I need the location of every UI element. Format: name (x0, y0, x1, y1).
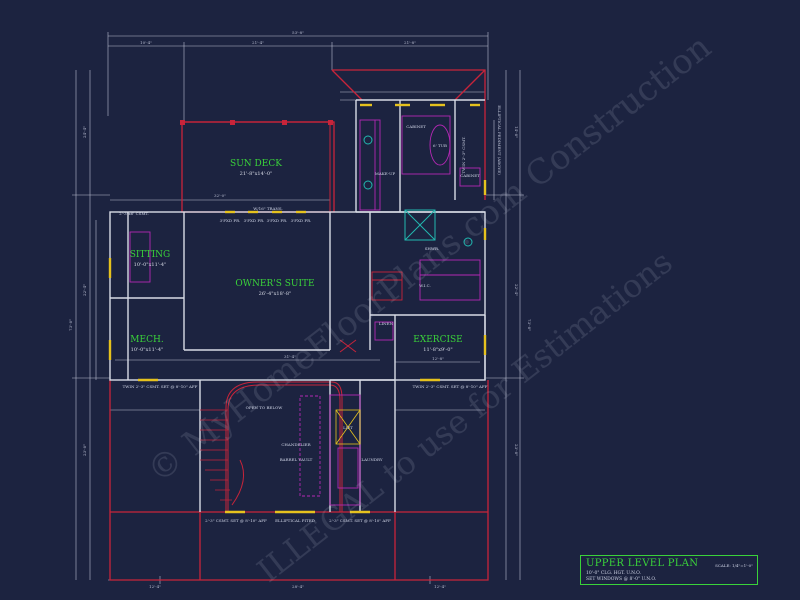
window-note-fixed-2: 3'FXD PR. (244, 218, 265, 223)
interior-walls (109, 99, 486, 512)
dim-exercise-width: 12'-8" (432, 356, 444, 361)
dim-top-mid: 21'-4" (252, 40, 264, 45)
room-sitting-size: 10'-0"x11'-4" (134, 262, 167, 268)
dim-suite-width: 31'-4" (284, 354, 296, 359)
label-wic: W.I.C. (419, 283, 431, 288)
label-shower: SHWR. (425, 246, 440, 251)
dim-bottom-overall: 28'-4" (292, 584, 304, 589)
label-cabinet-2: CABINET (460, 173, 480, 178)
label-twin-tub: TWIN 2'-3" CSMT. (461, 136, 466, 173)
dim-top-left: 10'-4" (140, 40, 152, 45)
plan-scale: SCALE: 1/4"=1'-0" (715, 563, 753, 568)
window-note-fixed-1: 3'FXD PR. (220, 218, 241, 223)
window-note-fixed-4: 3'FXD PR. (291, 218, 312, 223)
room-owners-suite-name: OWNER'S SUITE (235, 279, 314, 289)
window-note-sitting: 2'-3"x6' CSMT. (119, 211, 149, 216)
lift-shaft (335, 409, 361, 445)
label-open-to-below: OPEN TO BELOW (246, 405, 284, 410)
window-note-front-center: ELLIPTICAL PITED (275, 518, 315, 523)
room-exercise-name: EXERCISE (413, 335, 463, 345)
dim-right-upper: 14'-8" (514, 126, 519, 138)
dim-top-overall: 53'-8" (292, 30, 304, 35)
label-barrel-vault: BARREL VAULT (280, 457, 313, 462)
label-transom: W/16" TRANS. (253, 206, 283, 211)
dim-left-upper: 24'-4" (82, 126, 87, 138)
dim-deck-width: 32'-0" (214, 193, 226, 198)
dim-bottom-right: 12'-4" (434, 584, 446, 589)
title-block: UPPER LEVEL PLAN SCALE: 1/4"=1'-0" 10'-0… (580, 555, 758, 585)
room-mech-name: MECH. (130, 335, 164, 345)
plan-title: UPPER LEVEL PLAN (586, 558, 699, 569)
deck-posts (180, 120, 333, 125)
dim-bottom-left: 12'-4" (149, 584, 161, 589)
label-tub: 6' TUB (433, 143, 447, 148)
window-note-fixed-3: 3'FXD PR. (267, 218, 288, 223)
dim-top-right: 21'-8" (404, 40, 416, 45)
label-cabinet-1: CABINET (406, 124, 426, 129)
dim-right-mid: 22'-4" (514, 284, 519, 296)
room-sun-deck-name: SUN DECK (230, 159, 282, 169)
room-owners-suite-size: 26'-4"x18'-8" (259, 291, 292, 297)
label-chandelier: CHANDELIER (281, 442, 311, 447)
room-exercise-size: 11'-8"x9'-0" (423, 347, 452, 353)
stair (200, 409, 232, 501)
label-makeup: MAKE-UP (375, 171, 396, 176)
dim-left-lower: 23'-8" (82, 444, 87, 456)
shower-enclosure (363, 135, 473, 247)
label-linen: LINEN (379, 321, 394, 326)
plan-note-windows: SET WINDOWS @ 8'-0" U.N.O. (586, 577, 657, 582)
label-lift: LIFT (343, 425, 353, 430)
room-sitting-name: SITTING (130, 250, 171, 260)
window-note-front-right: 2'-3" CSMT. SET @ 8'-10" AFF (329, 518, 391, 523)
dim-right-lower: 23'-8" (514, 444, 519, 456)
dim-left-mid: 22'-4" (82, 284, 87, 296)
room-sun-deck-size: 21'-8"x14'-0" (240, 171, 273, 177)
window-note-front-left: 2'-3" CSMT. SET @ 8'-10" AFF (205, 518, 267, 523)
bath-fixtures (129, 115, 481, 506)
vault-lines (181, 125, 357, 512)
dim-right-overall: 73'-8" (527, 319, 532, 331)
windows (108, 103, 487, 514)
window-note-mech: TWIN 2'-3" CSMT. SET @ 8'-10" AFF (123, 384, 198, 389)
room-mech-size: 10'-0"x11'-4" (131, 347, 164, 353)
dim-left-overall: 73'-8" (68, 319, 73, 331)
window-note-exercise: TWIN 2'-3" CSMT. SET @ 8'-10" AFF (413, 384, 488, 389)
plan-note-ceiling: 10'-0" CLG. HGT. U.N.O. (586, 571, 642, 576)
label-elliptical-pediment: ELLIPTICAL PEDIMENT (ABOVE) (497, 105, 502, 175)
label-laundry: LAUNDRY (361, 457, 383, 462)
